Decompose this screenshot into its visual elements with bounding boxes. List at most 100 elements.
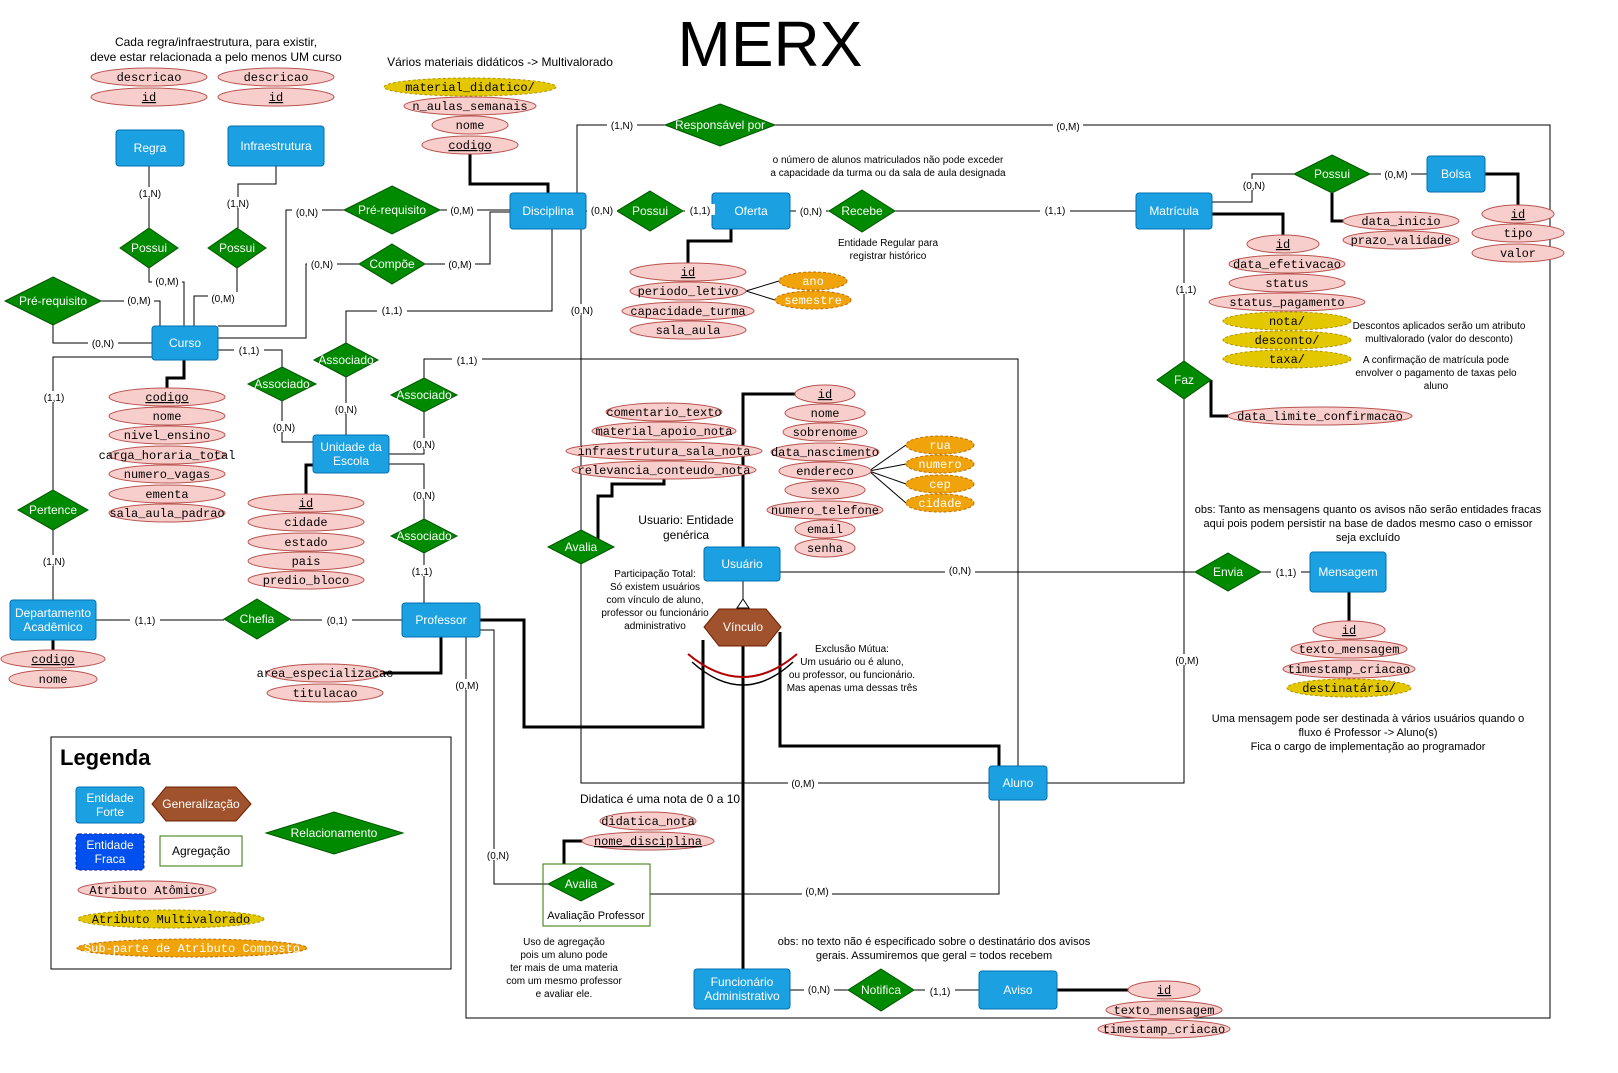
attribute-id: id bbox=[1481, 204, 1555, 224]
attribute-comentario-texto: comentario_texto bbox=[605, 402, 723, 422]
attribute-label: periodo_letivo bbox=[638, 285, 739, 299]
attribute-label: didatica_nota bbox=[601, 815, 695, 829]
attribute-nome: nome bbox=[784, 403, 866, 423]
attribute-label: tipo bbox=[1504, 227, 1533, 241]
entity-label: Infraestrutura bbox=[240, 139, 312, 153]
relationship-assoc_curso_un: Associado bbox=[246, 366, 318, 402]
cardinality-label: (0,M) bbox=[155, 277, 178, 288]
attribute-label: id bbox=[299, 497, 313, 511]
aggregation-label: Avaliação Professor bbox=[547, 910, 645, 922]
attribute-id: id bbox=[629, 262, 747, 282]
attribute-rua: rua bbox=[905, 435, 975, 455]
cardinality-label: (0,M) bbox=[455, 681, 478, 692]
attribute-destinat-rio: destinatário/ bbox=[1286, 678, 1412, 698]
attribute-descricao: descricao bbox=[217, 67, 335, 87]
attribute-taxa: taxa/ bbox=[1222, 349, 1352, 369]
attribute-valor: valor bbox=[1471, 243, 1565, 263]
entity-label: Matrícula bbox=[1149, 204, 1199, 218]
attribute-label: email bbox=[807, 523, 843, 537]
attribute-id: id bbox=[1312, 620, 1386, 640]
entity-infra: Infraestrutura bbox=[227, 125, 325, 167]
attribute-label: id bbox=[1511, 208, 1525, 222]
attribute-label: titulacao bbox=[293, 687, 358, 701]
cardinality-label: (0,N) bbox=[92, 339, 114, 350]
attribute-label: id bbox=[818, 388, 832, 402]
attribute-ano: ano bbox=[778, 271, 848, 291]
cardinality-label: (1,1) bbox=[135, 616, 156, 627]
cardinality-label: (1,N) bbox=[139, 189, 161, 200]
relationship-label: Envia bbox=[1213, 565, 1243, 579]
attribute-label: nome_disciplina bbox=[594, 835, 702, 849]
cardinality-label: (1,1) bbox=[1045, 206, 1066, 217]
legend-relationship: Relacionamento bbox=[264, 811, 405, 855]
cardinality-label: (0,N) bbox=[1243, 181, 1265, 192]
entity-label: Aviso bbox=[1003, 983, 1032, 997]
relationship-faz: Faz bbox=[1156, 360, 1212, 400]
attribute-id: id bbox=[1246, 234, 1320, 254]
entity-label: Disciplina bbox=[522, 204, 574, 218]
attribute-data-inicio: data_inicio bbox=[1342, 211, 1460, 231]
relationship-assoc_un_aluno: Associado bbox=[389, 377, 459, 413]
cardinality-label: (0,M) bbox=[211, 294, 234, 305]
cardinality-label: (0,M) bbox=[1175, 656, 1198, 667]
cardinality-label: (0,M) bbox=[1384, 170, 1407, 181]
relationship-label: Chefia bbox=[240, 612, 275, 626]
svg-text:Sub-parte de Atributo Composto: Sub-parte de Atributo Composto bbox=[84, 942, 300, 956]
relationship-label: Associado bbox=[396, 529, 452, 543]
attribute-infraestrutura-sala-nota: infraestrutura_sala_nota bbox=[565, 441, 763, 461]
cardinality-label: (0,M) bbox=[1056, 122, 1079, 133]
attribute-timestamp-criacao: timestamp_criacao bbox=[1097, 1019, 1231, 1039]
attribute-semestre: semestre bbox=[774, 290, 852, 310]
relationship-label: Pré-requisito bbox=[358, 203, 426, 217]
attribute-label: n_aulas_semanais bbox=[412, 100, 527, 114]
attribute-desconto: desconto/ bbox=[1222, 330, 1352, 350]
attribute-codigo: codigo bbox=[0, 649, 106, 669]
attribute-id: id bbox=[794, 384, 856, 404]
attribute-label: data_inicio bbox=[1361, 215, 1440, 229]
cardinality-label: (0,N) bbox=[571, 306, 593, 317]
attribute-label: codigo bbox=[31, 653, 74, 667]
relationship-pertence: Pertence bbox=[16, 489, 90, 531]
attribute-predio-bloco: predio_bloco bbox=[247, 570, 365, 590]
attribute-label: cidade bbox=[284, 516, 327, 530]
relationship-assoc_disc_un: Associado bbox=[312, 342, 380, 378]
attribute-descricao: descricao bbox=[90, 67, 208, 87]
entity-matricula: Matrícula bbox=[1135, 192, 1213, 230]
attribute-id: id bbox=[1127, 980, 1201, 1000]
specialization-hexagon: Vínculo bbox=[687, 598, 798, 686]
cardinality-label: (0,N) bbox=[413, 440, 435, 451]
legend-multivalued-attribute: Atributo Multivalorado bbox=[77, 909, 265, 929]
note: Vários materiais didáticos -> Multivalor… bbox=[387, 55, 613, 69]
attribute-label: texto_mensagem bbox=[1114, 1004, 1215, 1018]
note: o número de alunos matriculados não pode… bbox=[770, 155, 1006, 179]
attribute-label: ementa bbox=[145, 488, 188, 502]
attribute-sobrenome: sobrenome bbox=[782, 422, 868, 442]
note: Didatica é uma nota de 0 a 10 bbox=[580, 792, 740, 806]
relationship-label: Associado bbox=[318, 353, 374, 367]
attribute-label: valor bbox=[1500, 247, 1536, 261]
attribute-label: id bbox=[1276, 238, 1290, 252]
attribute-label: nome bbox=[811, 407, 840, 421]
attribute-data-limite-confirmacao: data_limite_confirmacao bbox=[1227, 406, 1413, 426]
legend-atomic-attribute: Atributo Atômico bbox=[77, 880, 217, 900]
attribute-label: prazo_validade bbox=[1351, 234, 1452, 248]
attribute-label: nome bbox=[456, 119, 485, 133]
entity-label: Curso bbox=[169, 336, 201, 350]
attribute-label: id bbox=[681, 266, 695, 280]
relationship-label: Possui bbox=[219, 241, 255, 255]
attribute-id: id bbox=[217, 87, 335, 107]
relationship-avalia_prof: Avalia bbox=[546, 866, 616, 902]
cardinality-label: (0,N) bbox=[800, 207, 822, 218]
